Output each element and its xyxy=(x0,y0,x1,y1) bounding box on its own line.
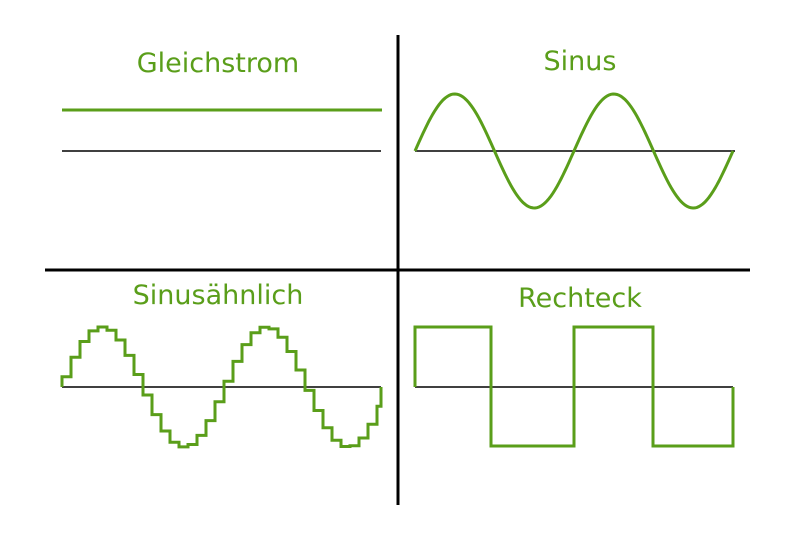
square-signal xyxy=(413,325,735,448)
title-sinusaehnlich: Sinusähnlich xyxy=(133,280,304,311)
title-gleichstrom: Gleichstrom xyxy=(137,48,299,79)
title-rechteck: Rechteck xyxy=(518,283,642,314)
stepped-sine-signal xyxy=(60,325,383,449)
sine-signal xyxy=(413,92,735,210)
title-sinus: Sinus xyxy=(544,46,617,77)
